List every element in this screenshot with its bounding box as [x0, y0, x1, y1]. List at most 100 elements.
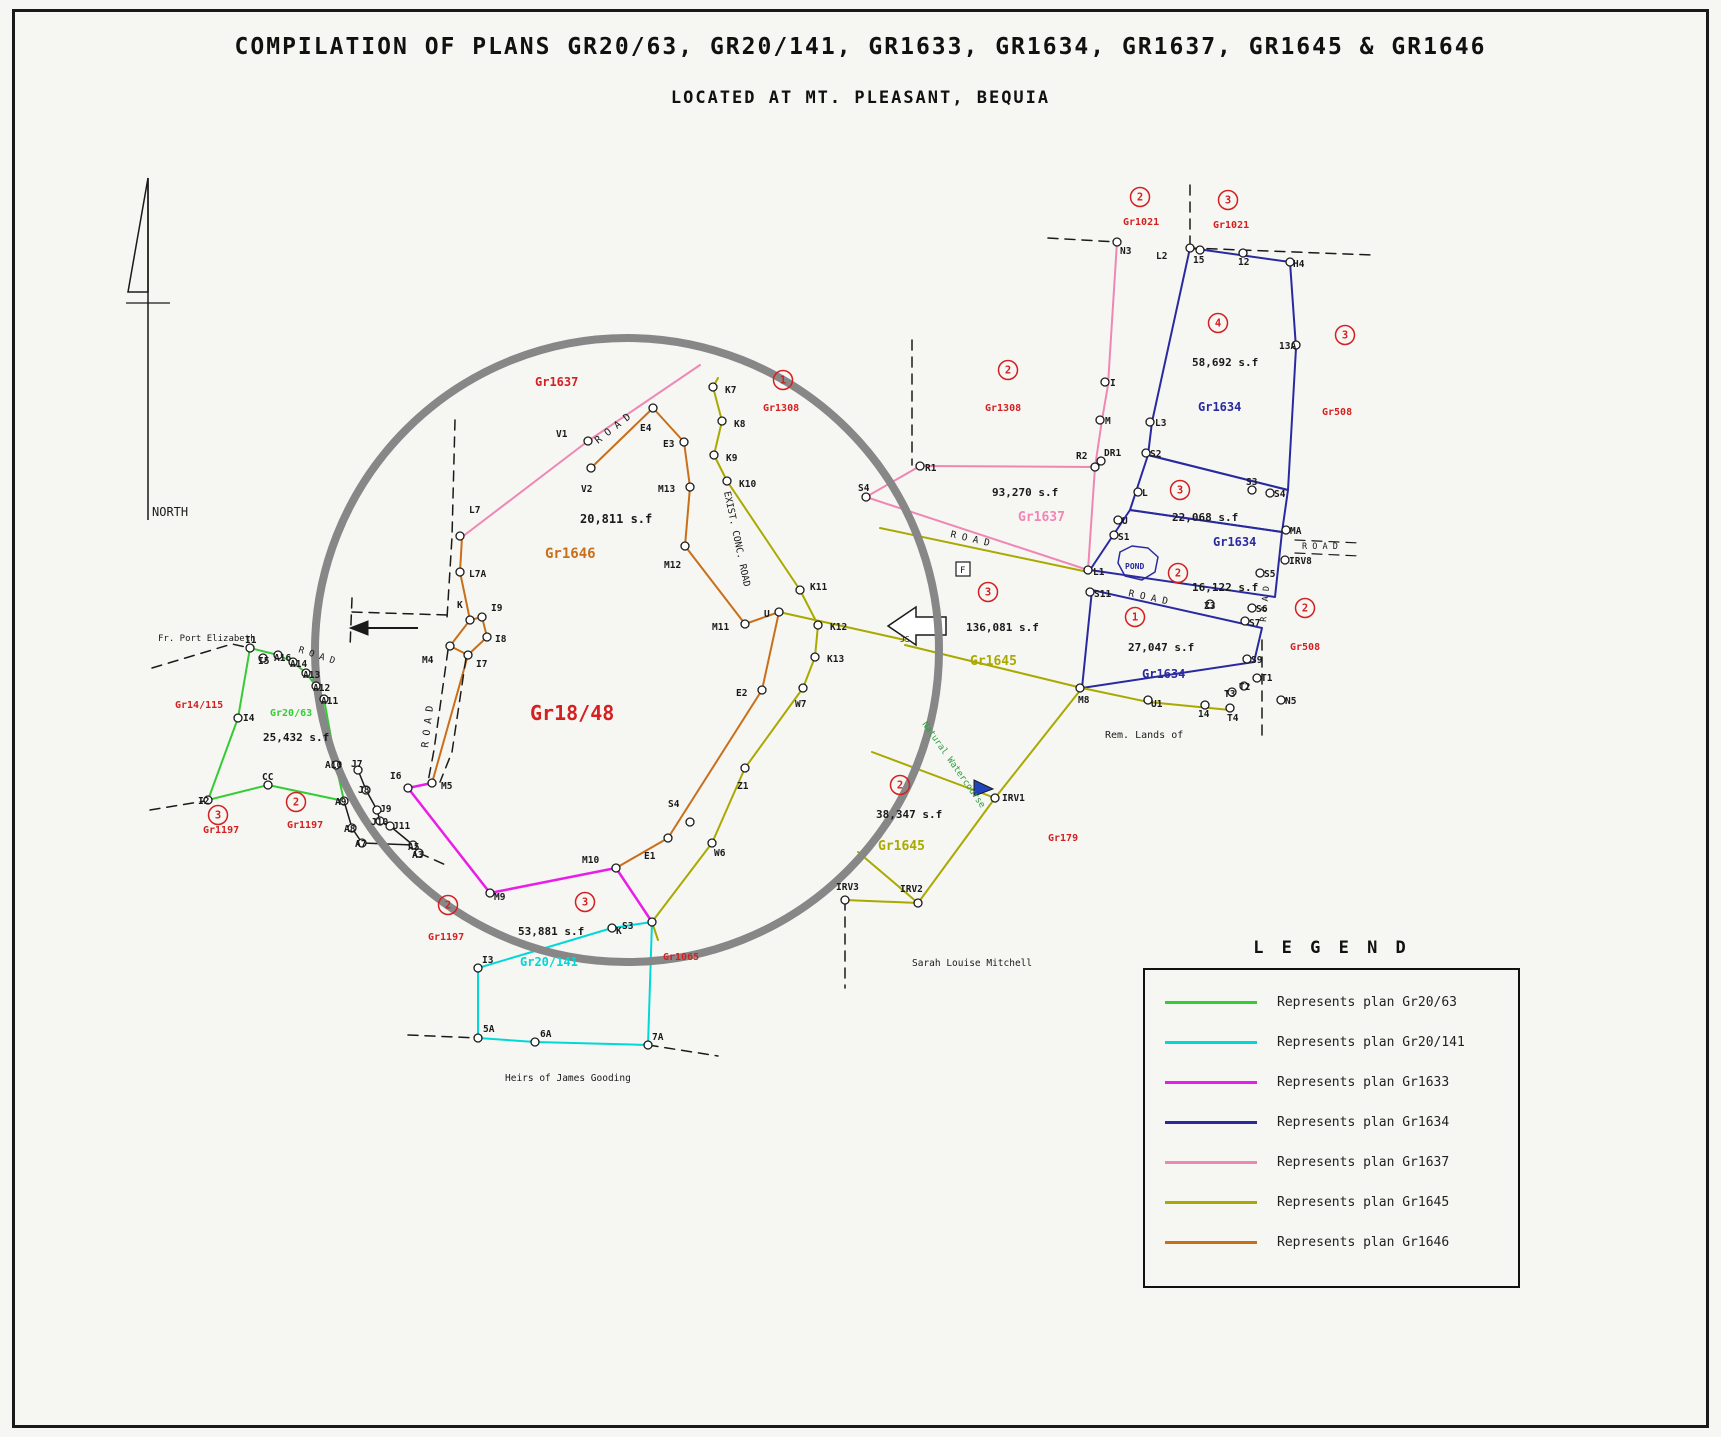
point-label-K8: K8: [734, 419, 746, 430]
plan-line-black-dashed: [351, 611, 448, 616]
survey-point-A7: [357, 838, 367, 848]
parcel-number: 1: [1132, 612, 1138, 624]
point-label-A13: A13: [303, 670, 320, 681]
map-label: Gr18/48: [530, 701, 614, 725]
survey-point-I9: [477, 612, 487, 622]
legend-label: Represents plan Gr1637: [1277, 1154, 1450, 1170]
survey-point-M13: [685, 482, 695, 492]
parcel-number: 3: [582, 897, 588, 909]
parcel-number: 2: [1005, 365, 1011, 377]
point-label-S5: S5: [1264, 569, 1276, 580]
survey-point-L3: [1145, 417, 1155, 427]
point-label-L: L: [1142, 488, 1148, 499]
survey-point-6A: [530, 1037, 540, 1047]
parcel-number: 4: [1215, 318, 1221, 330]
survey-point-R1: [915, 461, 925, 471]
point-label-14: 14: [1198, 709, 1210, 720]
survey-point-M12: [680, 541, 690, 551]
parcel-number-circle: [889, 774, 911, 796]
plan-line-navy: [1089, 509, 1283, 598]
survey-point-Z1: [740, 763, 750, 773]
survey-point-I2: [203, 795, 213, 805]
plan-line-black-dashed: [418, 852, 449, 867]
map-label: POND: [1125, 562, 1144, 571]
point-label-K12: K12: [830, 622, 847, 633]
survey-point-T3: [1227, 687, 1237, 697]
point-label-M9: M9: [494, 892, 506, 903]
point-label-K11: K11: [810, 582, 827, 593]
parcel-number-circle: [437, 894, 459, 916]
point-label-IRV1: IRV1: [1002, 793, 1025, 804]
map-label: Gr508: [1322, 407, 1352, 418]
plan-line-black-dashed: [1189, 247, 1373, 256]
plan-line-navy: [1117, 545, 1159, 581]
point-label-L3: L3: [1155, 418, 1167, 429]
legend-entry: Represents plan Gr1645: [1165, 1182, 1518, 1222]
parcel-number-circle: [1169, 479, 1191, 501]
point-label-A10: A10: [325, 760, 342, 771]
map-label: 22,068 s.f: [1172, 511, 1238, 524]
plan-line-black-dashed: [349, 597, 353, 649]
point-label-DR1: DR1: [1104, 448, 1121, 459]
survey-point-S7: [1240, 616, 1250, 626]
survey-point-M10: [611, 863, 621, 873]
point-label-Z1: Z1: [737, 781, 749, 792]
survey-point-CC: [263, 780, 273, 790]
point-label-I: I: [1110, 378, 1116, 389]
survey-point-S11: [1085, 587, 1095, 597]
point-label-R2: R2: [1076, 451, 1087, 462]
map-label: Gr1634: [1213, 535, 1256, 549]
parcel-number: 3: [985, 587, 991, 599]
map-label: 27,047 s.f: [1128, 641, 1194, 654]
map-label: Gr1308: [985, 403, 1021, 414]
map-label: R O A D: [593, 412, 633, 447]
point-label-M5: M5: [441, 781, 453, 792]
point-label-V1: V1: [556, 429, 568, 440]
map-label: Gr508: [1290, 642, 1320, 653]
point-label-A9: A9: [335, 797, 347, 808]
point-label-E4: E4: [640, 423, 652, 434]
point-label-S3: S3: [622, 921, 634, 932]
plan-line-pink: [1087, 241, 1118, 571]
map-label: 58,692 s.f: [1192, 356, 1258, 369]
point-label-U: U: [764, 609, 770, 620]
page-subtitle: LOCATED AT MT. PLEASANT, BEQUIA: [670, 88, 1051, 108]
point-label-J7: J7: [351, 759, 362, 770]
survey-point-N5: [1276, 695, 1286, 705]
survey-point-K12: [813, 620, 823, 630]
legend-swatch-orange: [1165, 1240, 1257, 1244]
point-label-I1: I1: [245, 635, 257, 646]
survey-point-K13: [810, 652, 820, 662]
survey-point-S4: [1265, 488, 1275, 498]
f-symbol-box: [955, 561, 971, 577]
point-label-A16: A16: [274, 653, 291, 664]
legend-label: Represents plan Gr1633: [1277, 1074, 1450, 1090]
point-label-J9: J9: [380, 804, 392, 815]
parcel-number-circle: [1124, 606, 1146, 628]
point-label-S4: S4: [858, 483, 870, 494]
point-label-T2: T2: [1239, 682, 1250, 693]
survey-point-J8: [361, 785, 371, 795]
survey-point-MA: [1281, 525, 1291, 535]
map-label: Gr1308: [763, 403, 799, 414]
map-label: NORTH: [152, 505, 188, 519]
survey-point-T1: [1252, 673, 1262, 683]
survey-point-M8: [1075, 683, 1085, 693]
legend-swatch-cyan: [1165, 1040, 1257, 1044]
survey-point-DR1: [1096, 456, 1106, 466]
map-label: R O A D: [1259, 586, 1272, 623]
survey-point-S1: [1109, 530, 1119, 540]
survey-point-L2: [1185, 243, 1195, 253]
survey-point-I1: [245, 643, 255, 653]
parcel-number-circle: [207, 804, 229, 826]
map-label: R O A D: [1127, 588, 1169, 607]
legend-swatch-olive: [1165, 1200, 1257, 1204]
survey-point-L1: [1083, 565, 1093, 575]
map-label: Gr179: [1048, 833, 1078, 844]
survey-point-A9: [339, 796, 349, 806]
survey-point-K7: [708, 382, 718, 392]
point-label-IRV8: IRV8: [1289, 556, 1312, 567]
survey-point-A8: [347, 823, 357, 833]
